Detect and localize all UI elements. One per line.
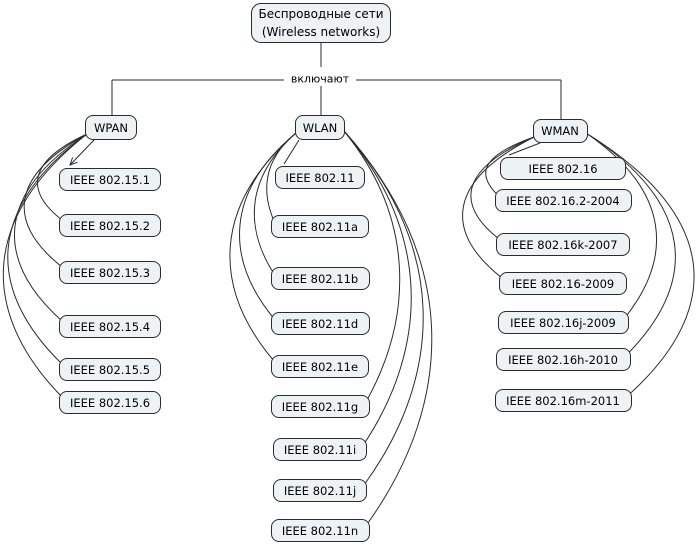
- link-label: включают: [287, 72, 353, 86]
- connector-curve: [508, 142, 541, 156]
- standard-node[interactable]: IEEE 802.16.2-2004: [494, 189, 632, 212]
- standard-node[interactable]: IEEE 802.11: [275, 166, 365, 189]
- standard-node[interactable]: IEEE 802.16: [500, 157, 626, 180]
- connector-curve: [485, 136, 535, 196]
- standard-node[interactable]: IEEE 802.16k-2007: [496, 233, 630, 256]
- connector-arrowhead: [69, 157, 78, 166]
- standard-node[interactable]: IEEE 802.11b: [270, 267, 370, 290]
- standard-node[interactable]: IEEE 802.16-2009: [499, 272, 627, 295]
- standard-node[interactable]: IEEE 802.11j: [273, 479, 367, 502]
- root-node-label-line1: Беспроводные сети: [258, 7, 384, 21]
- standard-node[interactable]: IEEE 802.16m-2011: [494, 389, 632, 412]
- connector-curve: [253, 132, 297, 274]
- standard-node[interactable]: IEEE 802.15.2: [59, 214, 161, 237]
- connector-curve: [343, 130, 401, 402]
- connector-curve: [585, 132, 695, 396]
- standard-node[interactable]: IEEE 802.16j-2009: [497, 311, 629, 334]
- standard-node[interactable]: IEEE 802.11a: [271, 215, 369, 238]
- connector-curve: [585, 132, 658, 318]
- standard-node[interactable]: IEEE 802.11d: [270, 312, 370, 335]
- connector-curve: [283, 139, 300, 165]
- connector-curve: [14, 133, 88, 322]
- standard-node[interactable]: IEEE 802.11i: [273, 438, 367, 461]
- connector-curve: [229, 132, 297, 362]
- connector-curve: [2, 133, 88, 398]
- connector-curve: [7, 133, 88, 365]
- standard-node[interactable]: IEEE 802.15.1: [59, 168, 161, 191]
- connector-curve: [37, 133, 88, 221]
- standard-node[interactable]: IEEE 802.15.4: [59, 315, 161, 338]
- connector-curve: [462, 136, 535, 279]
- standard-node[interactable]: IEEE 802.15.5: [59, 358, 161, 381]
- category-node-wlan[interactable]: WLAN: [295, 115, 345, 140]
- connector-curve: [343, 130, 412, 445]
- connector-curve: [343, 130, 433, 526]
- standard-node[interactable]: IEEE 802.11n: [270, 519, 370, 542]
- category-node-wman[interactable]: WMAN: [532, 119, 588, 143]
- connector-curve: [69, 139, 95, 166]
- connector-curve: [23, 133, 88, 268]
- root-node-label-line2: (Wireless networks): [261, 25, 381, 39]
- root-node[interactable]: Беспроводные сети (Wireless networks): [251, 3, 391, 43]
- standard-node[interactable]: IEEE 802.15.3: [59, 261, 161, 284]
- category-node-wpan[interactable]: WPAN: [85, 115, 137, 140]
- connector-curve: [470, 136, 535, 240]
- standard-node[interactable]: IEEE 802.11e: [271, 355, 369, 378]
- standard-node[interactable]: IEEE 802.16h-2010: [495, 348, 631, 371]
- standard-node[interactable]: IEEE 802.11g: [270, 395, 370, 418]
- standard-node[interactable]: IEEE 802.15.6: [59, 391, 161, 414]
